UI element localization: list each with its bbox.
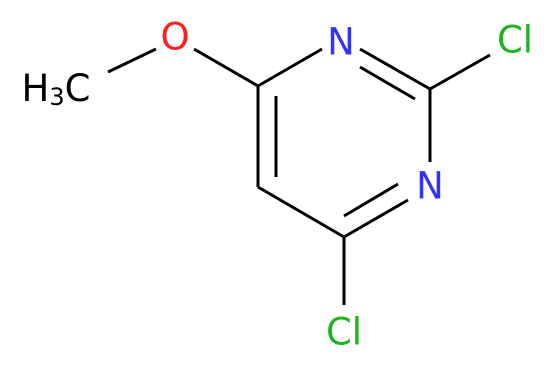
chlorine-atom-label: Cl xyxy=(497,19,533,62)
methyl-subscript: 3 xyxy=(49,83,64,111)
bond-c6-o xyxy=(193,47,259,88)
atom-labels: N N Cl Cl O H3C xyxy=(22,16,534,354)
nitrogen-atom-label: N xyxy=(416,165,444,208)
bond-n3-c4-inner xyxy=(343,182,399,218)
oxygen-atom-label: O xyxy=(160,16,189,59)
bond-n3-c4 xyxy=(343,198,409,239)
bond-n1-c2-inner xyxy=(359,65,416,101)
methyl-carbon: C xyxy=(65,67,91,110)
bond-n1-c2 xyxy=(359,47,431,91)
bonds xyxy=(107,47,491,305)
bond-o-ch3 xyxy=(107,47,157,74)
methyl-group-label: H3C xyxy=(22,67,91,112)
bond-c2-cl xyxy=(429,53,491,91)
bond-c4-c5 xyxy=(257,185,345,239)
bond-c6-n1 xyxy=(257,47,323,88)
chlorine-atom-label: Cl xyxy=(326,311,362,354)
nitrogen-atom-label: N xyxy=(327,21,355,64)
methyl-hydrogen: H xyxy=(22,67,50,110)
